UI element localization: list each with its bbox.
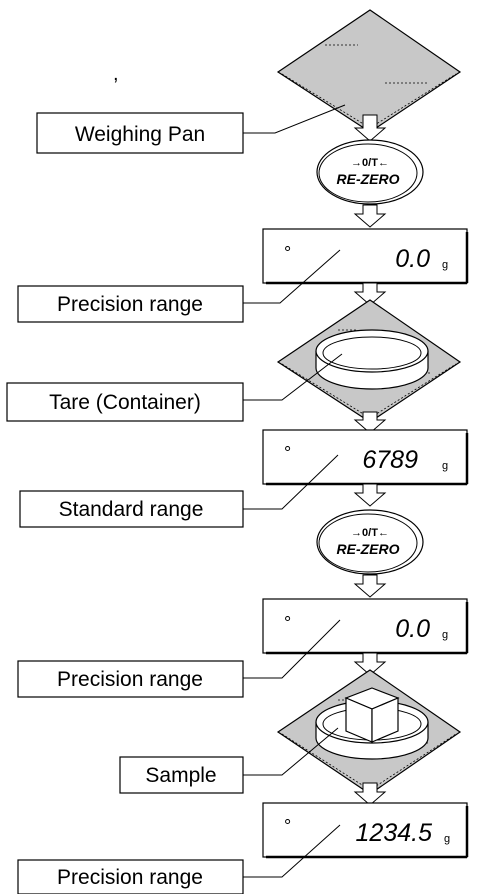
flow-arrow <box>353 282 387 306</box>
precision-range-3-label: Precision range <box>57 866 203 889</box>
rezero-symbol-1: →0/T← <box>351 157 389 169</box>
display-3-value: 0.0 <box>395 615 430 643</box>
rezero-button-1: →0/T← RE-ZERO <box>316 139 424 205</box>
weighing-pan-leader <box>243 104 346 134</box>
rezero-label-1: RE-ZERO <box>337 171 400 187</box>
balance-display-4: ° 1234.5 g <box>262 802 469 859</box>
display-1-unit: g <box>442 259 448 271</box>
sample-label: Sample <box>145 764 216 787</box>
display-3-unit: g <box>442 629 448 641</box>
sample-label-box <box>119 756 244 794</box>
rezero-label-2: RE-ZERO <box>337 541 400 557</box>
standard-range-label-box <box>19 490 244 528</box>
flow-arrow <box>353 782 387 806</box>
flow-arrow <box>353 652 387 676</box>
precision-range-2-label: Precision range <box>57 668 203 691</box>
tare-container-leader <box>243 353 343 401</box>
precision-range-1-label: Precision range <box>57 293 203 316</box>
precision-range-1-label-box <box>17 285 244 323</box>
standard-range-leader <box>243 454 339 510</box>
top-mark: , <box>113 63 119 85</box>
balance-display-2: ° 6789 g <box>262 429 469 486</box>
display-4-indicator: ° <box>284 816 291 836</box>
precision-range-1-leader <box>243 249 341 304</box>
display-4-value: 1234.5 <box>356 819 433 847</box>
standard-range-label: Standard range <box>59 498 204 521</box>
tare-container-icon <box>315 329 429 390</box>
display-4-unit: g <box>444 833 450 845</box>
flow-arrow <box>353 411 387 434</box>
weighing-pan-label: Weighing Pan <box>75 123 205 146</box>
sample-leader <box>243 727 339 776</box>
balance-display-1: ° 0.0 g <box>262 228 469 285</box>
balance-display-3: ° 0.0 g <box>262 598 469 655</box>
rezero-symbol-2: →0/T← <box>351 527 389 539</box>
sample-cube-icon <box>344 687 400 743</box>
tare-container-label: Tare (Container) <box>49 391 201 414</box>
precision-range-2-leader <box>243 619 341 679</box>
display-2-indicator: ° <box>284 443 291 463</box>
display-2-value: 6789 <box>362 446 418 474</box>
rezero-button-2: →0/T← RE-ZERO <box>316 509 424 575</box>
flow-arrow <box>353 483 387 507</box>
display-3-indicator: ° <box>284 613 291 633</box>
tare-container-label-box <box>6 382 244 422</box>
precision-range-3-leader <box>243 824 341 878</box>
display-1-value: 0.0 <box>395 245 430 273</box>
flow-arrow <box>353 574 387 598</box>
precision-range-2-label-box <box>17 660 244 698</box>
flow-arrow <box>353 204 387 228</box>
flow-arrow <box>353 114 387 142</box>
precision-range-3-label-box <box>17 859 244 894</box>
weighing-pan <box>276 9 462 133</box>
display-1-indicator: ° <box>284 243 291 263</box>
display-2-unit: g <box>442 460 448 472</box>
